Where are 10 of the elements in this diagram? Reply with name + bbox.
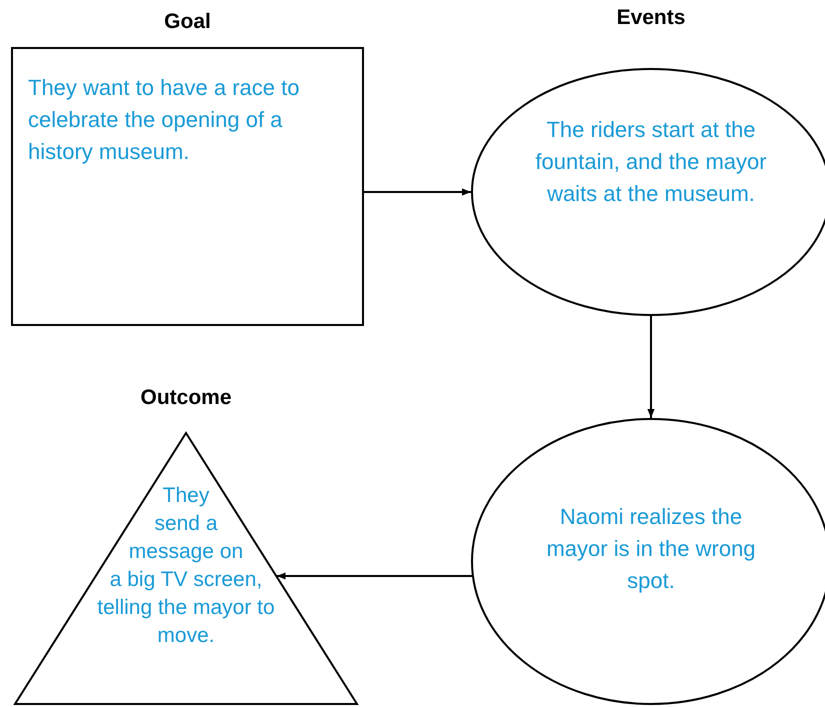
- arrow: [276, 572, 472, 580]
- arrow: [363, 188, 471, 196]
- node-text: The riders start at the fountain, and the mayor waits at the museum.: [535, 117, 767, 206]
- arrow: [647, 316, 655, 418]
- node-text: They want to have a race to celebrate the opening of a history museum.: [28, 75, 300, 164]
- heading: Outcome: [140, 386, 232, 409]
- node-text: Naomi realizes the mayor is in the wrong spot.: [546, 504, 756, 593]
- heading: Goal: [164, 10, 211, 33]
- heading: Events: [616, 6, 686, 29]
- outcome-text: They send a message on a big TV screen, telling the mayor to move.: [97, 484, 275, 647]
